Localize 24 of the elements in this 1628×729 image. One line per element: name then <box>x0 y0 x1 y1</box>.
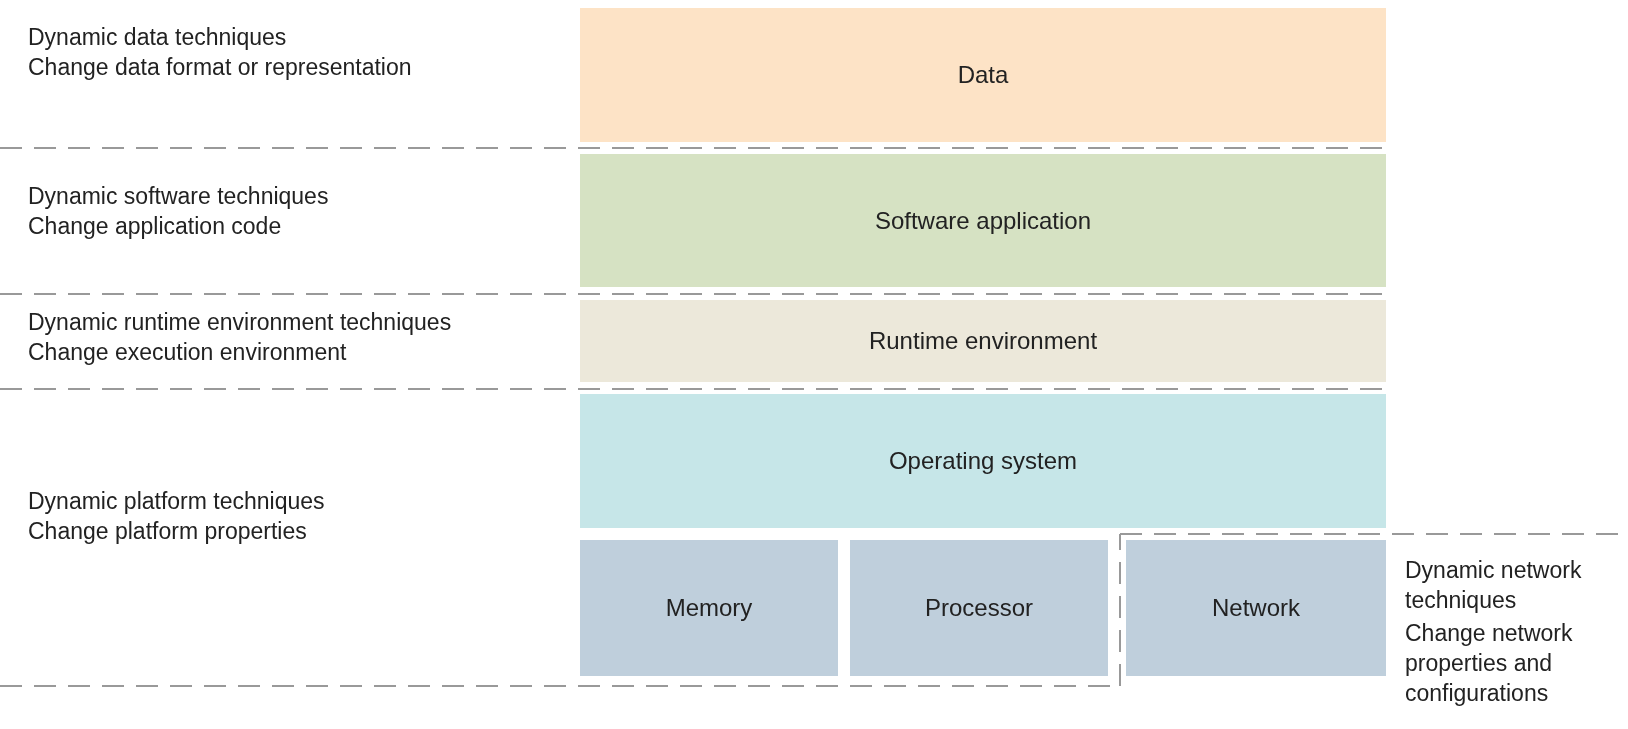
layer-box <box>1126 540 1386 676</box>
layer-label: Data <box>957 61 1009 89</box>
layer-label: Software application <box>874 206 1092 235</box>
technique-description: Change network properties and configurations <box>1405 619 1574 708</box>
layer-box <box>580 540 838 676</box>
layer-label: Operating system <box>888 447 1078 475</box>
technique-description: Change data format or representation <box>28 53 412 82</box>
technique-heading: Dynamic network techniques <box>1405 556 1583 615</box>
technique-description: Change platform properties <box>28 517 307 546</box>
layer-box <box>580 154 1386 287</box>
layer-label: Runtime environment <box>868 327 1098 355</box>
layer-box <box>580 8 1386 142</box>
technique-heading: Dynamic software techniques <box>28 182 329 211</box>
technique-description: Change application code <box>28 212 282 241</box>
layer-box <box>580 300 1386 382</box>
technique-heading: Dynamic runtime environment techniques <box>28 308 452 337</box>
technique-heading: Dynamic platform techniques <box>28 487 325 516</box>
layer-box <box>850 540 1108 676</box>
layer-label: Memory <box>665 594 753 622</box>
technique-description: Change execution environment <box>28 338 347 367</box>
technique-heading: Dynamic data techniques <box>28 23 287 52</box>
layer-label: Processor <box>924 594 1033 622</box>
layer-box <box>580 394 1386 528</box>
layer-label: Network <box>1212 594 1300 622</box>
